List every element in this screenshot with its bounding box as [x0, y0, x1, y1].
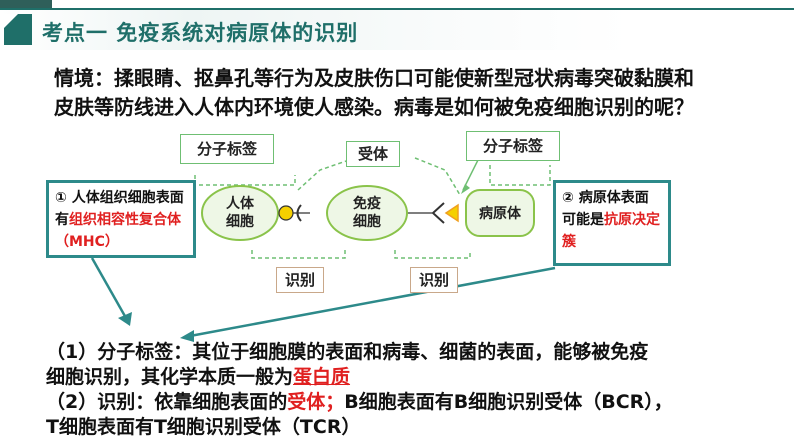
scenario-line-2: 皮肤等防线进入人体内环境使人感染。病毒是如何被免疫细胞识别的呢？: [54, 95, 694, 119]
label-receptor: 受体: [346, 141, 400, 167]
cell-human-label-2: 细胞: [226, 213, 254, 230]
explanation-line-3-suffix: B细胞表面有B细胞识别受体（BCR），: [344, 391, 673, 413]
explanation-protein-highlight: 蛋白质: [293, 366, 351, 388]
note-left-text: ① 人体组织细胞表面有: [55, 190, 184, 228]
label-recognize-left: 识别: [276, 267, 324, 293]
scenario-text: 情境：揉眼睛、抠鼻孔等行为及皮肤伤口可能使新型冠状病毒突破黏膜和 皮肤等防线进入…: [54, 64, 774, 122]
explanation-line-2-text: 细胞识别，其化学本质一般为: [46, 366, 294, 388]
receptor-left-icon: [296, 204, 302, 222]
note-right-text: ② 病原体表面可能是: [562, 190, 649, 228]
tag-right-arrow-head: [461, 184, 470, 194]
immune-cell: [326, 185, 408, 241]
cell-immune-label-1: 免疫: [353, 195, 381, 212]
cell-human-label-1: 人体: [226, 195, 255, 212]
scenario-line-1: 情境：揉眼睛、抠鼻孔等行为及皮肤伤口可能使新型冠状病毒突破黏膜和: [54, 66, 694, 90]
page-title: 考点一 免疫系统对病原体的识别: [42, 21, 359, 45]
note-right-box: ② 病原体表面可能是抗原决定簇: [553, 180, 671, 266]
top-rule: [0, 8, 794, 10]
explanation-line-2: 细胞识别，其化学本质一般为蛋白质: [46, 365, 786, 390]
title-bar: [0, 10, 630, 50]
pathogen-cell: [465, 189, 535, 237]
explanation-line-4: T细胞表面有T细胞识别受体（TCR）: [46, 416, 361, 438]
explanation-line-3: （2）识别：依靠细胞表面的受体；B细胞表面有B细胞识别受体（BCR），: [46, 390, 786, 415]
note-left-arrow-head: [118, 312, 132, 326]
tag-right-bracket: [489, 165, 551, 186]
cell-pathogen-label: 病原体: [479, 205, 522, 222]
recognize-left-bracket: [251, 250, 346, 259]
explanation-receptor-highlight: 受体；: [287, 391, 345, 413]
tag-left-bracket: [194, 175, 296, 186]
antigen-tag-icon: [444, 203, 459, 223]
mhc-tag-icon: [278, 205, 294, 221]
explanation-line-1: （1）分子标签：其位于细胞膜的表面和病毒、细菌的表面，能够被免疫: [46, 341, 649, 363]
cell-immune-label-2: 细胞: [353, 213, 381, 230]
title-corner-cut: [4, 14, 18, 28]
note-left-box: ① 人体组织细胞表面有组织相容性复合体（MHC）: [46, 180, 196, 258]
receptor-right-icon: [431, 202, 445, 224]
label-molecular-tag-right: 分子标签: [466, 131, 560, 161]
label-recognize-right: 识别: [410, 267, 458, 293]
receptor-bracket-right: [414, 157, 461, 196]
note-left-highlight: 组织相容性复合体（MHC）: [55, 212, 181, 250]
explanation-text: （1）分子标签：其位于细胞膜的表面和病毒、细菌的表面，能够被免疫 细胞识别，其化…: [46, 340, 786, 440]
note-right-arrow-line: [189, 266, 556, 338]
recognize-right-bracket: [394, 250, 471, 259]
note-left-arrow-line: [90, 257, 128, 319]
label-molecular-tag-left: 分子标签: [180, 134, 274, 164]
note-right-arrow-head: [180, 330, 194, 342]
receptor-bracket-left: [297, 157, 356, 191]
corner-mark: [0, 0, 52, 8]
note-right-highlight: 抗原决定簇: [562, 212, 660, 250]
human-cell: [201, 185, 279, 241]
explanation-line-3-prefix: （2）识别：依靠细胞表面的: [46, 391, 288, 413]
